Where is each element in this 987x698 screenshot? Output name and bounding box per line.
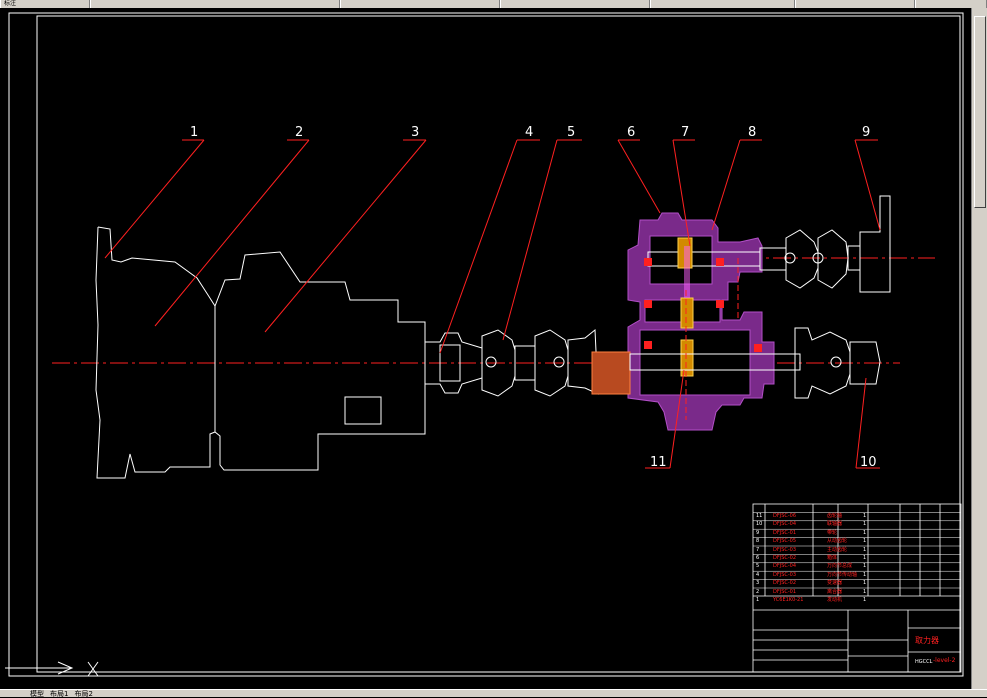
bom-name: 联轴器 [827, 521, 843, 528]
toolbar-segment[interactable] [340, 0, 500, 8]
vertical-scrollbar[interactable] [971, 8, 987, 689]
bom-row: 6 DFJSC-02 箱体 1 [753, 554, 961, 562]
bom-row: 9 DFJSC-01 带轮 1 [753, 529, 961, 537]
callout-8: 8 [748, 125, 756, 140]
bom-code: DFJSC-01 [773, 588, 797, 595]
bom-code: DFJSC-04 [773, 521, 797, 528]
bom-code: DFJSC-03 [773, 571, 797, 578]
bom-code: DFJSC-02 [773, 580, 797, 587]
bom-row: 8 DFJSC-05 从动齿轮 1 [753, 537, 961, 545]
callout-7: 7 [681, 125, 689, 140]
bom-qty: 1 [863, 580, 867, 587]
bom-code: DFJSC-02 [773, 554, 797, 561]
bom-num: 2 [756, 588, 760, 595]
bom-name: 齿轮轴 [827, 513, 843, 519]
callout-2: 2 [295, 125, 303, 140]
bom-qty: 1 [863, 529, 867, 536]
toolbar-segment[interactable] [915, 0, 987, 8]
bom-name: 主动齿轮 [827, 546, 848, 553]
callout-9: 9 [862, 125, 870, 140]
bom-name: 发动机 [827, 596, 843, 603]
bom-code: DFJSC-06 [773, 513, 797, 519]
bom-qty: 1 [863, 596, 867, 603]
bom-num: 7 [756, 546, 760, 553]
callout-1: 1 [190, 125, 198, 140]
toolbar-segment[interactable] [650, 0, 795, 8]
bom-code: DFJSC-03 [773, 546, 797, 553]
bom-num: 5 [756, 563, 760, 570]
tab-model[interactable]: 模型 [30, 690, 44, 698]
bom-code: DFJSC-01 [773, 529, 797, 536]
bom-num: 1 [756, 596, 760, 603]
bom-row: 1 YC6E1K0-21 发动机 1 [753, 596, 961, 604]
assembly-drawing: 1 2 3 4 5 6 7 8 9 10 11 [5, 12, 964, 677]
toolbar-segment[interactable] [795, 0, 915, 8]
tab-layout-2[interactable]: 布局2 [74, 690, 93, 698]
bom-qty: 1 [863, 571, 867, 578]
tab-layout-1[interactable]: 布局1 [50, 690, 69, 698]
bom-row: 2 DFJSC-01 离合器 1 [753, 588, 961, 596]
bom-num: 6 [756, 554, 760, 561]
ucs-icon [5, 661, 99, 677]
bom-name: 万向节总成 [827, 563, 853, 570]
bom-code: YC6E1K0-21 [773, 596, 804, 603]
bom-qty: 1 [863, 563, 867, 570]
bom-code: DFJSC-04 [773, 563, 797, 570]
bom-qty: 1 [863, 538, 867, 545]
bom-row: 5 DFJSC-04 万向节总成 1 [753, 562, 961, 570]
drawing-canvas[interactable]: 1 2 3 4 5 6 7 8 9 10 11 [0, 8, 971, 689]
bom-name: 带轮 [827, 529, 838, 536]
bom-num: 11 [756, 513, 763, 519]
bom-code: DFJSC-05 [773, 538, 797, 545]
bom-num: 9 [756, 529, 760, 536]
bom-qty: 1 [863, 521, 867, 528]
bom-row: 11 DFJSC-06 齿轮轴 1 [753, 512, 961, 520]
toolbar-segment[interactable] [90, 0, 340, 8]
bom-row: 10 DFJSC-04 联轴器 1 [753, 520, 961, 528]
bom-name: 从动齿轮 [827, 538, 848, 545]
toolbar-segment[interactable]: 标注 [0, 0, 90, 8]
bom-name: 箱体 [827, 554, 838, 561]
bom-num: 4 [756, 571, 760, 578]
toolbar-segment[interactable] [500, 0, 650, 8]
bom-row: 3 DFJSC-02 变速器 1 [753, 579, 961, 587]
bom-name: 万向节传动轴 [827, 571, 858, 578]
callout-3: 3 [411, 125, 419, 140]
bom-qty: 1 [863, 546, 867, 553]
callout-5: 5 [567, 125, 575, 140]
drawing-code-value: -level-2 [933, 657, 956, 664]
layout-tabs: 模型 布局1 布局2 [0, 689, 987, 698]
drawing-code-label: HGCCL [915, 659, 933, 665]
callout-10: 10 [860, 455, 877, 470]
bom-name: 变速器 [827, 580, 843, 587]
callout-6: 6 [627, 125, 635, 140]
drawing-title: 取力器 [915, 636, 939, 645]
callout-4: 4 [525, 125, 533, 140]
bom-row: 4 DFJSC-03 万向节传动轴 1 [753, 571, 961, 579]
bom-num: 8 [756, 538, 760, 545]
callout-11: 11 [650, 455, 667, 470]
bom-row: 7 DFJSC-03 主动齿轮 1 [753, 546, 961, 554]
bom-qty: 1 [863, 513, 867, 519]
bom-name: 离合器 [827, 588, 843, 595]
bom-num: 10 [756, 521, 763, 528]
bom-qty: 1 [863, 588, 867, 595]
scrollbar-thumb[interactable] [974, 16, 986, 208]
bom-qty: 1 [863, 554, 867, 561]
bom-num: 3 [756, 580, 760, 587]
